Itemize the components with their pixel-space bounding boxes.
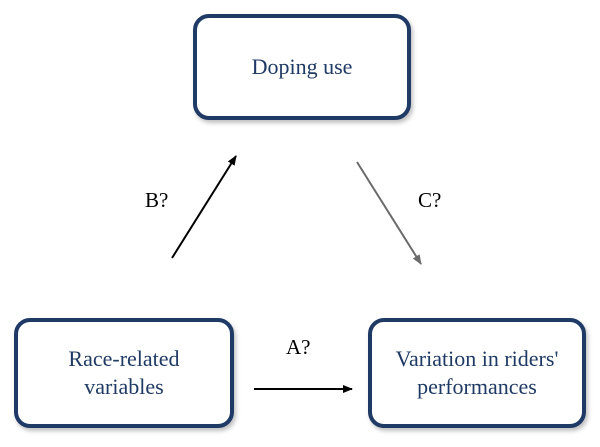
edge-label-b: B? [145,188,169,212]
arrow-b-race-to-doping [171,155,237,259]
node-race-related-variables: Race-related variables [14,318,234,428]
edge-label-a: A? [286,335,311,359]
node-race-related-variables-label: Race-related variables [68,346,180,399]
arrow-c-doping-to-variation [356,161,422,265]
edge-label-c: C? [418,188,442,212]
node-doping-use: Doping use [193,14,411,120]
node-variation-in-performances-label: Variation in riders' performances [395,346,559,399]
node-doping-use-label: Doping use [251,54,353,79]
node-variation-in-performances: Variation in riders' performances [368,318,586,428]
